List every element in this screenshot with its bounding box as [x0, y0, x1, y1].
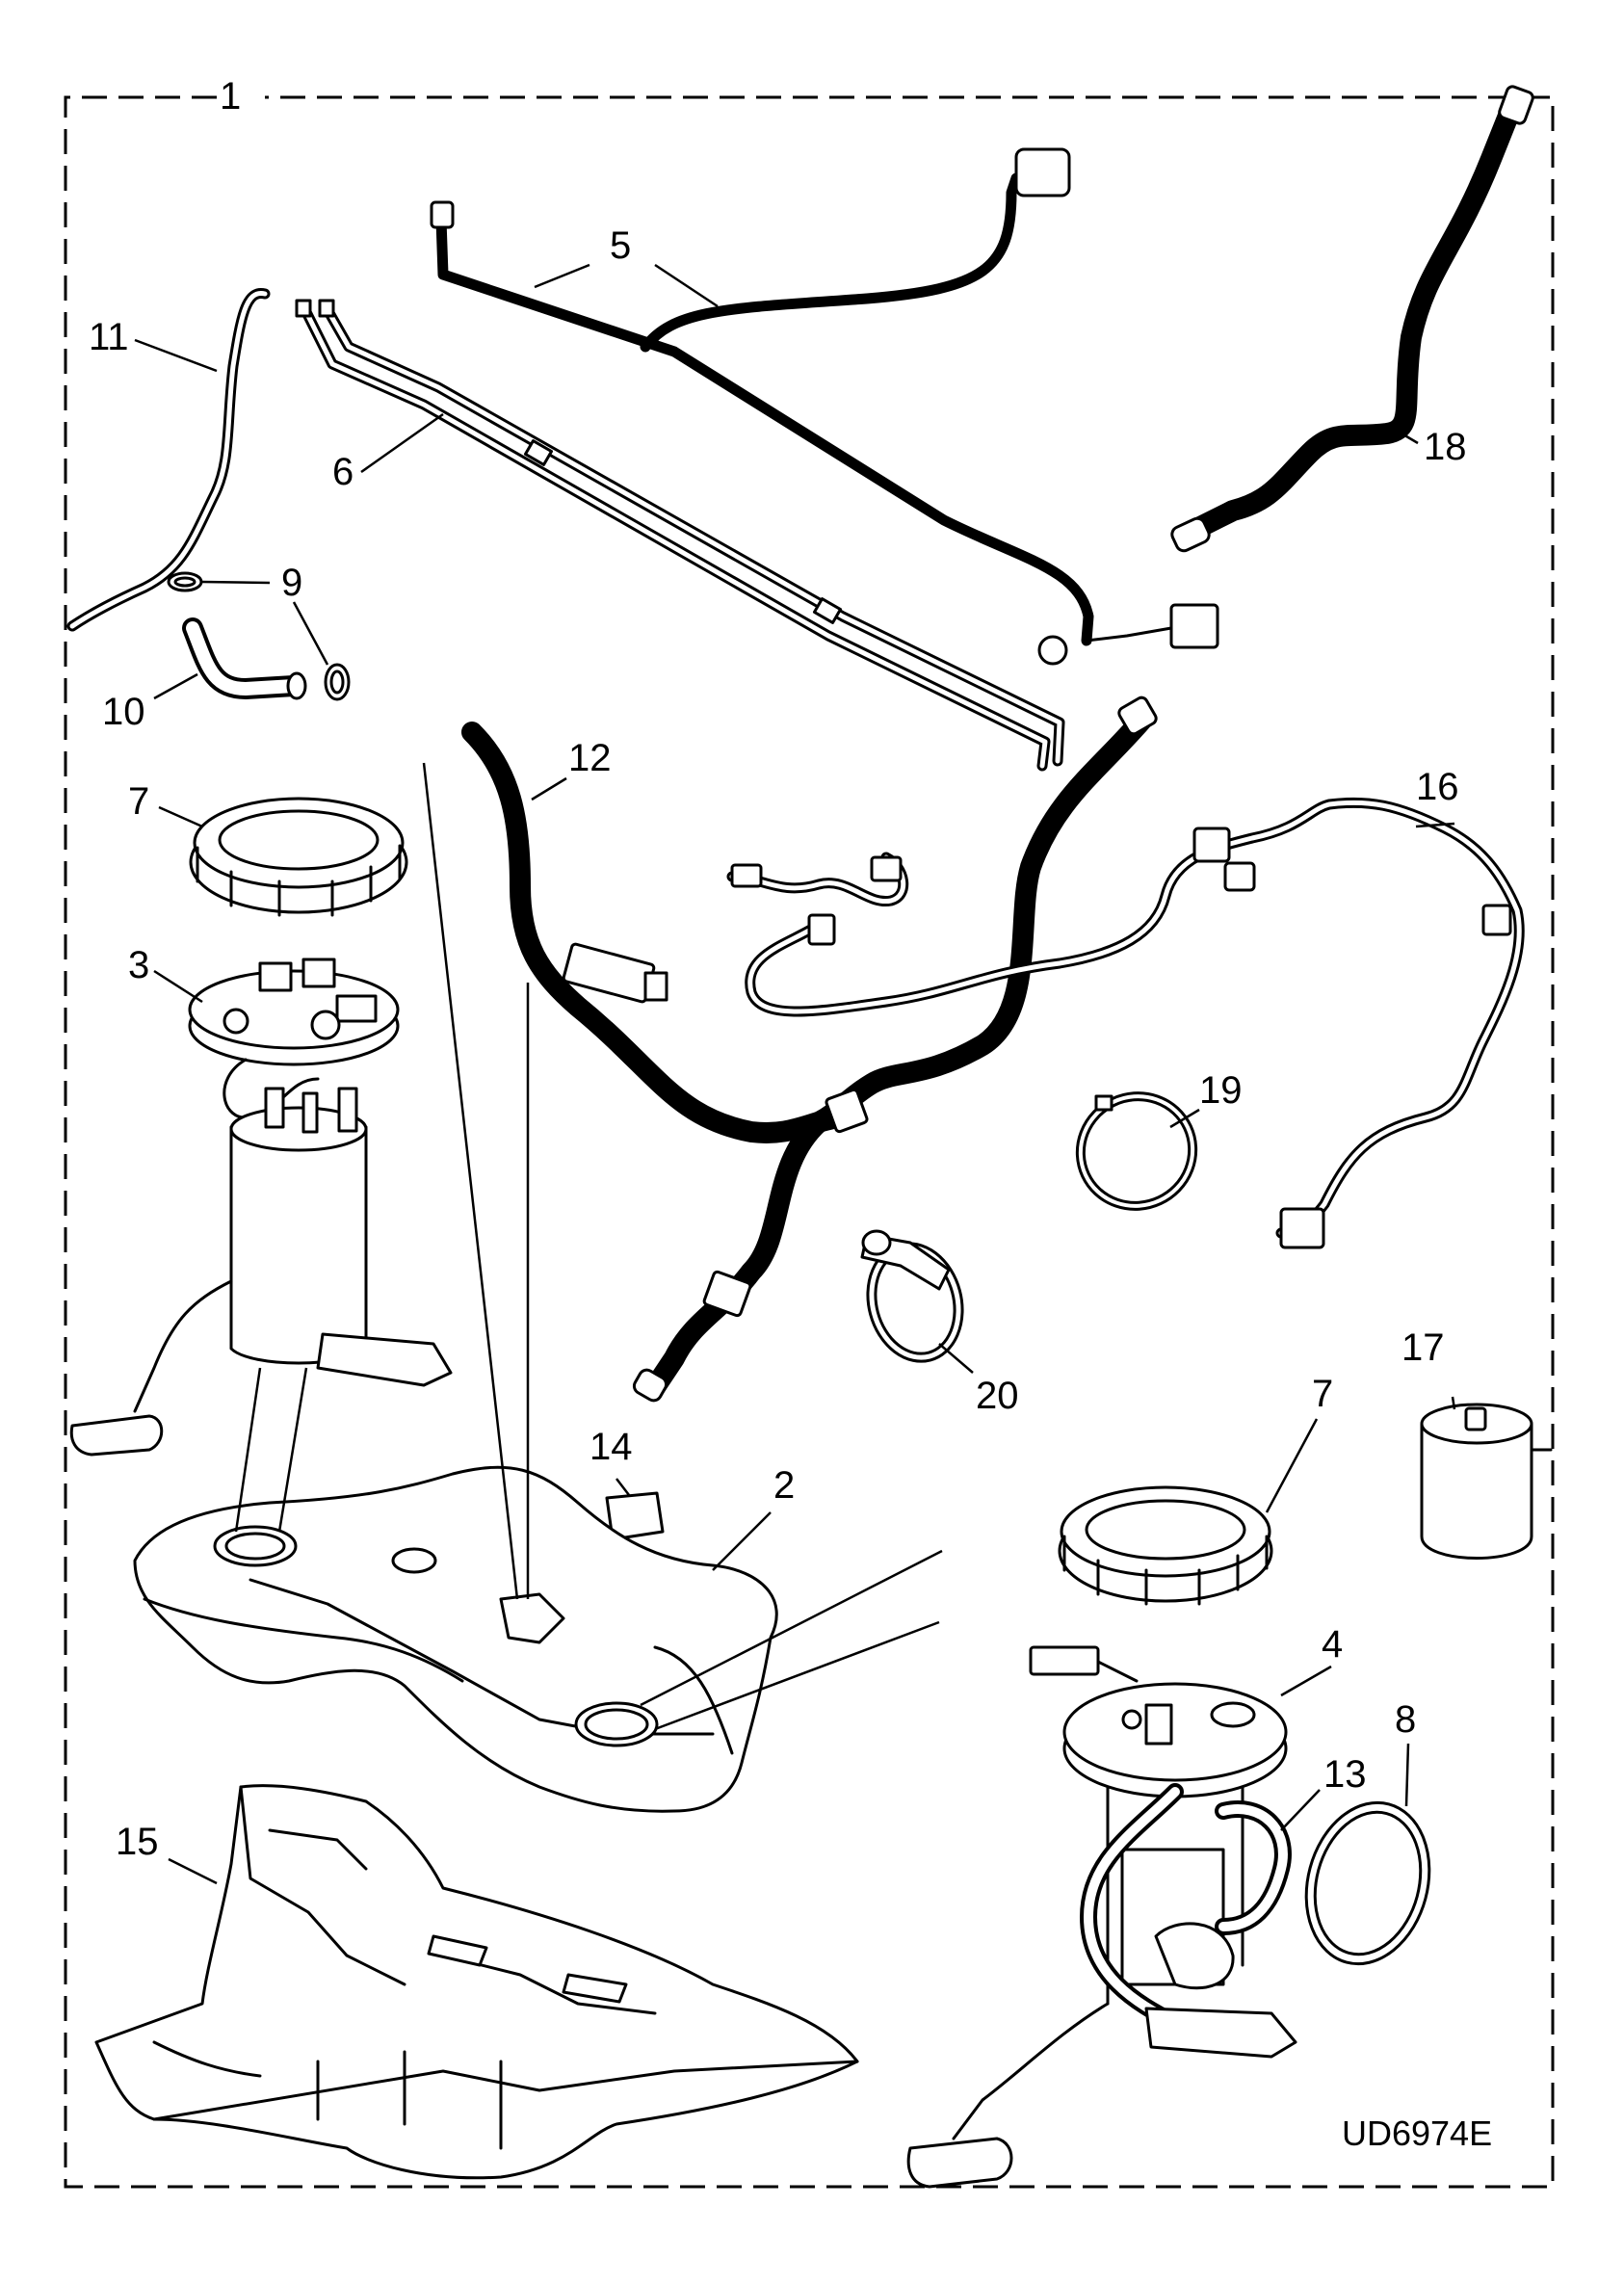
band-clamp — [1075, 1091, 1198, 1211]
callout-clip-upper: 9 — [281, 562, 302, 604]
callout-worm-clamp: 20 — [976, 1375, 1019, 1417]
callout-labels: 1 5 11 6 9 10 7 3 12 18 16 19 20 17 7 14… — [89, 75, 1492, 2153]
wiring-harness-upper — [430, 147, 1219, 666]
pump-module-right — [906, 1645, 1297, 2189]
breather-pipe — [66, 288, 271, 632]
seal — [1304, 1800, 1431, 1966]
corrugated-hose — [461, 722, 849, 1143]
fuel-tank — [133, 1465, 778, 1813]
pad — [605, 1491, 665, 1541]
filler-hose — [1170, 85, 1534, 553]
locking-ring-right — [1058, 1485, 1273, 1606]
pump-module-left — [69, 958, 453, 1457]
reference-code: UD6974E — [1342, 2113, 1492, 2153]
callout-breather-pipe: 11 — [89, 316, 129, 358]
hose-short — [182, 617, 307, 700]
callout-kit: 1 — [220, 75, 241, 118]
callout-fuel-tank: 2 — [773, 1464, 795, 1507]
callout-filler-hose: 18 — [1424, 426, 1467, 468]
callout-heat-shield: 15 — [116, 1821, 159, 1863]
callout-fuel-filter: 17 — [1401, 1326, 1445, 1369]
leader-lines — [134, 263, 1456, 1885]
callout-pipe-pair: 6 — [332, 451, 354, 493]
callout-seal: 8 — [1395, 1698, 1416, 1741]
worm-clamp — [860, 1229, 964, 1363]
callout-jet-pump-hoses: 13 — [1323, 1753, 1367, 1796]
pipe-pair — [295, 299, 1065, 772]
callout-locking-ring-right: 7 — [1312, 1373, 1333, 1415]
guide-line-tank-centre — [422, 762, 530, 1600]
callout-locking-ring-left: 7 — [128, 780, 149, 823]
kit-boundary-frame — [64, 95, 1555, 2189]
wiring-harness-lower — [632, 696, 1525, 1403]
callout-wiring-harness-upper: 5 — [610, 224, 631, 267]
callout-hose-short: 10 — [102, 691, 145, 733]
clip-lower-inner — [329, 669, 345, 695]
guide-line-tank-right — [640, 1549, 943, 1731]
heat-shield — [94, 1784, 859, 2180]
locking-ring-left — [189, 797, 408, 917]
callout-wiring-harness-lower: 16 — [1416, 766, 1459, 808]
callout-pad: 14 — [589, 1426, 633, 1468]
fuel-filter — [1420, 1403, 1553, 1560]
guide-line-tank-left — [234, 1367, 308, 1533]
callout-corrugated-hose: 12 — [568, 737, 612, 779]
clip-upper-inner — [173, 576, 196, 588]
callout-band-clamp: 19 — [1199, 1069, 1243, 1112]
callout-pump-module-left: 3 — [128, 944, 149, 986]
callout-pump-module-right: 4 — [1322, 1623, 1343, 1666]
